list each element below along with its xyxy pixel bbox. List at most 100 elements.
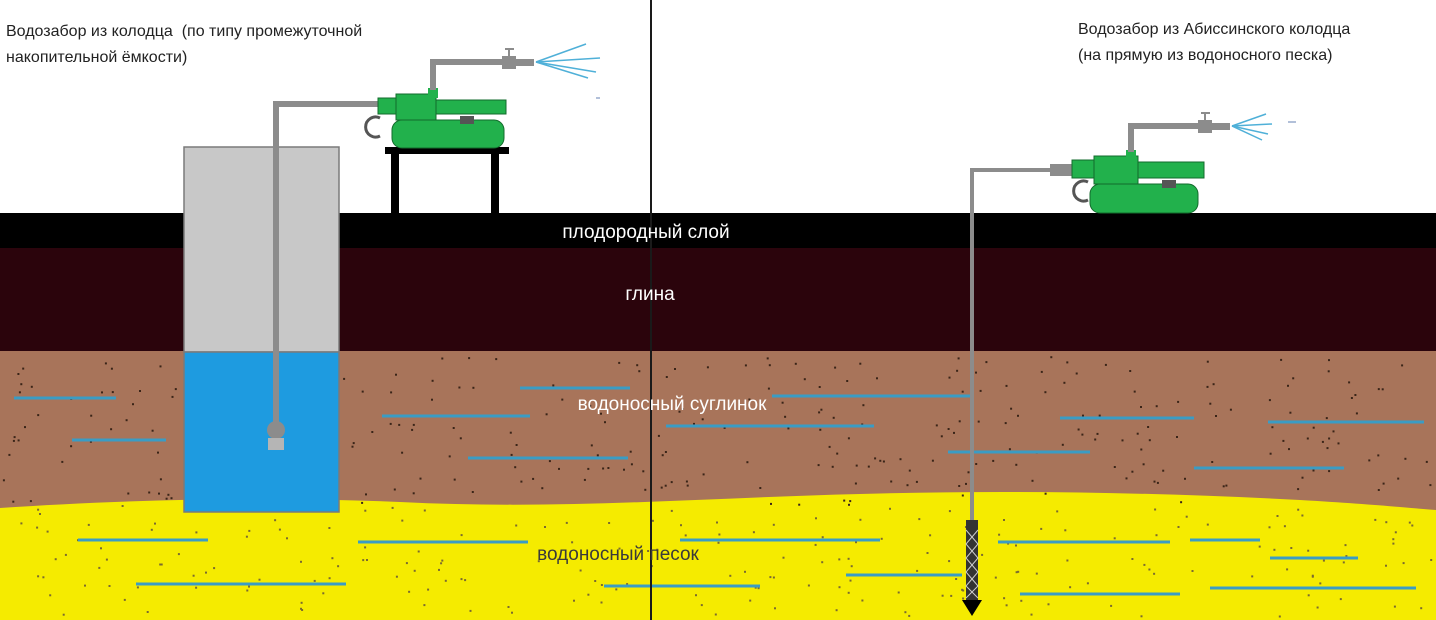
speckle (441, 559, 444, 562)
speckle (1030, 613, 1033, 616)
speckle (1180, 501, 1183, 504)
speckle (258, 578, 261, 581)
speckle (931, 459, 934, 462)
speckle (561, 398, 564, 401)
speckle (678, 410, 681, 413)
speckle (1215, 415, 1217, 417)
speckle (1121, 439, 1124, 442)
speckle (1061, 443, 1064, 446)
speckle (365, 493, 367, 496)
speckle (638, 370, 641, 373)
speckle (389, 422, 392, 425)
speckle (680, 524, 682, 527)
speckle (391, 506, 394, 509)
well-water (183, 351, 340, 513)
speckle (821, 561, 824, 564)
speckle (460, 534, 463, 537)
speckle (401, 519, 404, 522)
speckle (1258, 545, 1261, 548)
speckle (772, 523, 775, 526)
speckle (366, 559, 368, 561)
speckle (1381, 388, 1384, 391)
speckle (510, 453, 513, 456)
speckle (929, 534, 932, 537)
speckle (794, 362, 797, 365)
speckle (1185, 515, 1188, 518)
speckle (849, 500, 852, 503)
speckle (1096, 432, 1099, 435)
speckle (1098, 414, 1101, 417)
well-point-filter (965, 520, 979, 602)
speckle (411, 428, 414, 431)
left-discharge-pipe (430, 59, 503, 90)
speckle (604, 421, 606, 424)
speckle (589, 404, 592, 407)
speckle (1156, 481, 1159, 484)
speckle (157, 451, 159, 454)
speckle (331, 557, 334, 560)
speckle (101, 391, 103, 394)
speckle (674, 368, 676, 370)
speckle (514, 466, 517, 469)
speckle (24, 426, 26, 429)
speckle (1206, 360, 1209, 363)
speckle (337, 565, 340, 568)
speckle (957, 357, 960, 360)
speckle (174, 388, 177, 391)
speckle (1003, 519, 1005, 521)
speckle (352, 442, 355, 445)
speckle (343, 377, 346, 380)
speckle (1147, 426, 1150, 428)
right-caption-line1: Водозабор из Абиссинского колодца (1078, 21, 1351, 38)
speckle (49, 594, 52, 597)
speckle (1148, 568, 1151, 571)
speckle (831, 465, 834, 468)
speckle (30, 385, 33, 388)
speckle (832, 416, 835, 419)
speckle (774, 607, 776, 610)
speckle (110, 367, 113, 370)
speckle (515, 524, 518, 527)
speckle (849, 579, 852, 582)
speckle (1276, 515, 1279, 517)
speckle (205, 571, 207, 574)
speckle (1278, 615, 1281, 618)
speckle (1273, 548, 1276, 551)
speckle (1209, 402, 1212, 405)
speckle (1344, 544, 1347, 547)
right-pipe-coupling (1050, 164, 1072, 176)
speckle (1155, 405, 1158, 408)
speckle (814, 543, 817, 546)
speckle (1206, 385, 1209, 388)
speckle (1282, 439, 1285, 442)
speckle (123, 598, 126, 601)
speckle (1328, 437, 1331, 440)
speckle (767, 387, 770, 390)
speckle (532, 477, 535, 480)
speckle (1326, 447, 1329, 450)
speckle (838, 586, 841, 589)
speckle (90, 414, 93, 417)
loam-water-lines (14, 386, 1424, 470)
speckle (660, 486, 663, 489)
speckle (748, 398, 751, 401)
speckle (798, 503, 801, 506)
speckle (908, 614, 911, 617)
speckle (54, 558, 57, 561)
speckle (664, 484, 667, 487)
speckle (908, 469, 911, 472)
speckle (1251, 575, 1254, 578)
speckle (1283, 525, 1286, 528)
pump-icon (1071, 150, 1205, 214)
speckle (608, 522, 611, 524)
speckle (994, 576, 997, 579)
speckle (1292, 377, 1295, 380)
layer-label-loam: водоносный суглинок (577, 394, 767, 415)
speckle (718, 533, 721, 536)
speckle (248, 585, 250, 588)
speckle (440, 562, 443, 565)
speckle (882, 460, 885, 463)
speckle (948, 376, 951, 379)
speckle (1125, 477, 1128, 480)
